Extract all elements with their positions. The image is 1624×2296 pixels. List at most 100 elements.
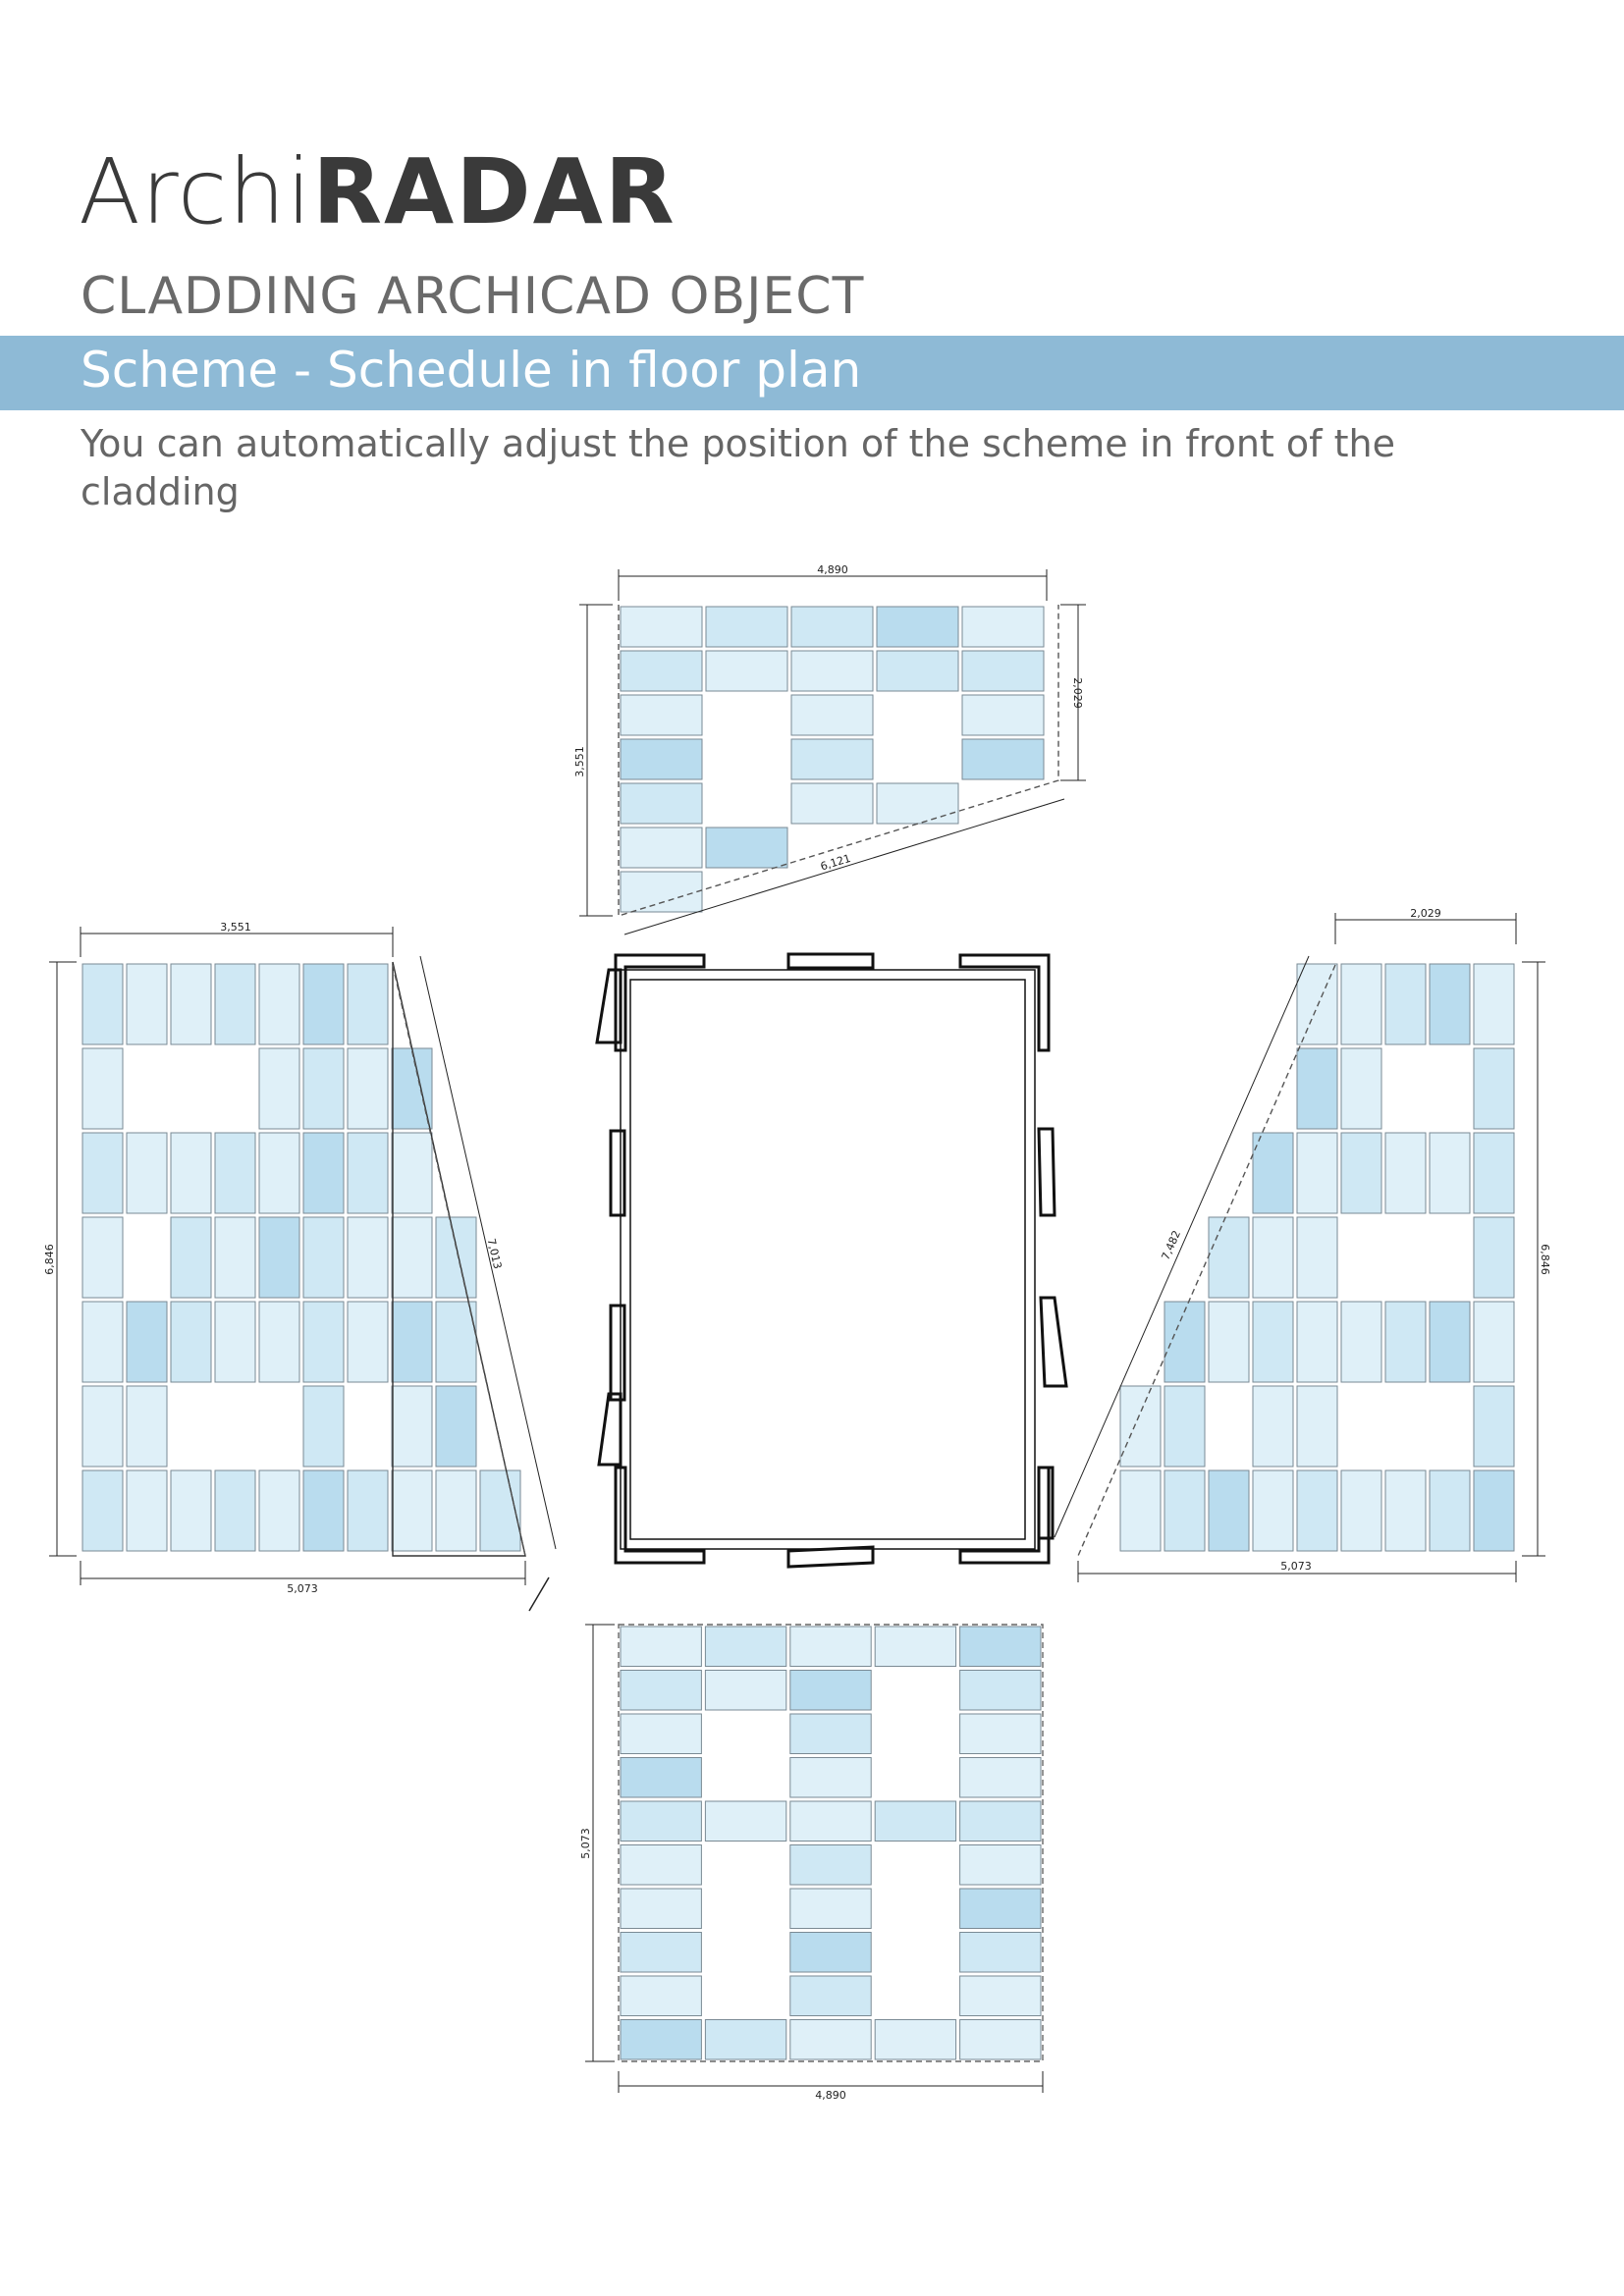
dim-right-height: 6,846 [1539, 1244, 1551, 1275]
left-cladding-panel [302, 1301, 345, 1383]
right-cladding-panel [1473, 1301, 1515, 1383]
dim-top-width: 4,890 [817, 563, 848, 576]
left-cladding-panel [81, 1385, 124, 1468]
product-title: CLADDING ARCHICAD OBJECT [81, 267, 865, 326]
dim-right-bottom-width: 5,073 [1280, 1560, 1312, 1573]
left-cladding-panel [170, 963, 212, 1045]
left-cladding-panel [391, 1385, 433, 1468]
dim-left-slope: 7,013 [485, 1237, 505, 1270]
dim-right-top-width: 2,029 [1410, 907, 1441, 920]
bottom-cladding-panel [620, 1670, 702, 1711]
bottom-cladding-panel [959, 1844, 1042, 1886]
top-cladding-panel [620, 606, 703, 648]
top-cladding-panel [620, 871, 703, 913]
top-cladding-panel [620, 694, 703, 736]
bottom-cladding-panel [789, 1932, 872, 1973]
left-cladding-panel [126, 1132, 168, 1214]
dim-bottom-height: 5,073 [579, 1828, 592, 1859]
right-cladding-panel [1164, 1469, 1206, 1552]
left-cladding-panel [258, 1469, 300, 1552]
right-cladding-panel [1296, 1132, 1338, 1214]
floor-plan [595, 952, 1068, 1569]
right-cladding-panel [1340, 1469, 1382, 1552]
section-band [0, 336, 1624, 410]
dim-left-top-width: 3,551 [220, 921, 251, 934]
right-cladding-panel [1296, 963, 1338, 1045]
top-cladding-panel [705, 606, 788, 648]
left-cladding-panel [81, 1301, 124, 1383]
bottom-cladding-panel [959, 1800, 1042, 1842]
right-cladding-panel [1208, 1469, 1250, 1552]
right-cladding-panel [1473, 1047, 1515, 1130]
right-cladding-panel [1208, 1301, 1250, 1383]
dim-right-slope: 7,482 [1159, 1229, 1183, 1262]
left-cladding-panel [391, 1469, 433, 1552]
left-cladding-panel [258, 1216, 300, 1299]
bottom-cladding-panel [620, 1713, 702, 1754]
bottom-cladding-panel [620, 1888, 702, 1929]
right-cladding-panel [1429, 1301, 1471, 1383]
top-cladding-panel [876, 782, 959, 825]
left-cladding-panel [126, 1385, 168, 1468]
bottom-cladding-panel [789, 1975, 872, 2016]
right-cladding-panel [1340, 1301, 1382, 1383]
right-cladding-panel [1473, 1385, 1515, 1468]
left-cladding-panel [170, 1469, 212, 1552]
top-cladding-panel [961, 606, 1045, 648]
right-cladding-panel [1340, 1047, 1382, 1130]
left-cladding-panel [81, 963, 124, 1045]
logo-archi-text: Archi [79, 139, 313, 244]
bottom-cladding-panel [959, 1757, 1042, 1798]
bottom-cladding-panel [789, 1844, 872, 1886]
left-cladding-panel [435, 1469, 477, 1552]
top-cladding-panel [620, 738, 703, 780]
top-cladding-panel [961, 694, 1045, 736]
left-cladding-panel [170, 1216, 212, 1299]
cladding-scheme-drawing: 4,890 3,551 2,029 6,121 3,551 6,846 5,07… [43, 563, 1551, 2102]
description-text: You can automatically adjust the positio… [81, 422, 1395, 513]
left-cladding-panel [81, 1216, 124, 1299]
right-cladding-panel [1252, 1216, 1294, 1299]
bottom-cladding-panel [620, 1932, 702, 1973]
bottom-cladding-panel [704, 1800, 787, 1842]
left-cladding-panel [258, 1047, 300, 1130]
top-cladding-panel [790, 694, 874, 736]
left-cladding-panel [347, 1301, 389, 1383]
bottom-cladding-panel [620, 1800, 702, 1842]
top-cladding-panel [790, 738, 874, 780]
left-cladding-panel [435, 1385, 477, 1468]
left-cladding-panel [81, 1469, 124, 1552]
left-cladding-panel [302, 1132, 345, 1214]
bottom-cladding-panel [874, 1800, 957, 1842]
right-cladding-panel [1429, 1132, 1471, 1214]
bottom-cladding-panel [704, 2019, 787, 2060]
left-cladding-panel [258, 1132, 300, 1214]
left-cladding-panel [258, 963, 300, 1045]
right-cladding-panel [1119, 1469, 1162, 1552]
dim-top-left-height: 3,551 [573, 746, 586, 777]
left-cladding-panel [391, 1216, 433, 1299]
right-cladding-panel [1119, 1385, 1162, 1468]
dim-top-right-height: 2,029 [1071, 677, 1084, 709]
left-cladding-panel [214, 1216, 256, 1299]
bottom-cladding-panel [959, 1670, 1042, 1711]
dim-left-height: 6,846 [43, 1244, 56, 1275]
right-cladding-panel [1252, 1132, 1294, 1214]
left-cladding-panel [214, 1469, 256, 1552]
right-cladding-panel [1429, 1469, 1471, 1552]
left-cladding-panel [214, 963, 256, 1045]
left-cladding-panel [302, 1469, 345, 1552]
right-cladding-panel [1296, 1216, 1338, 1299]
bottom-cladding-panel [704, 1670, 787, 1711]
top-cladding-panel [790, 782, 874, 825]
bottom-cladding-panel [620, 1844, 702, 1886]
logo-radar-text: RADAR [312, 139, 677, 244]
bottom-cladding-panel [874, 1626, 957, 1667]
right-cladding-panel [1473, 1216, 1515, 1299]
left-cladding-panel [302, 963, 345, 1045]
left-cladding-panel [170, 1132, 212, 1214]
right-cladding-panel [1473, 963, 1515, 1045]
right-cladding-panel [1384, 1132, 1427, 1214]
top-cladding-panel [705, 650, 788, 692]
dim-left-bottom-width: 5,073 [287, 1582, 318, 1595]
